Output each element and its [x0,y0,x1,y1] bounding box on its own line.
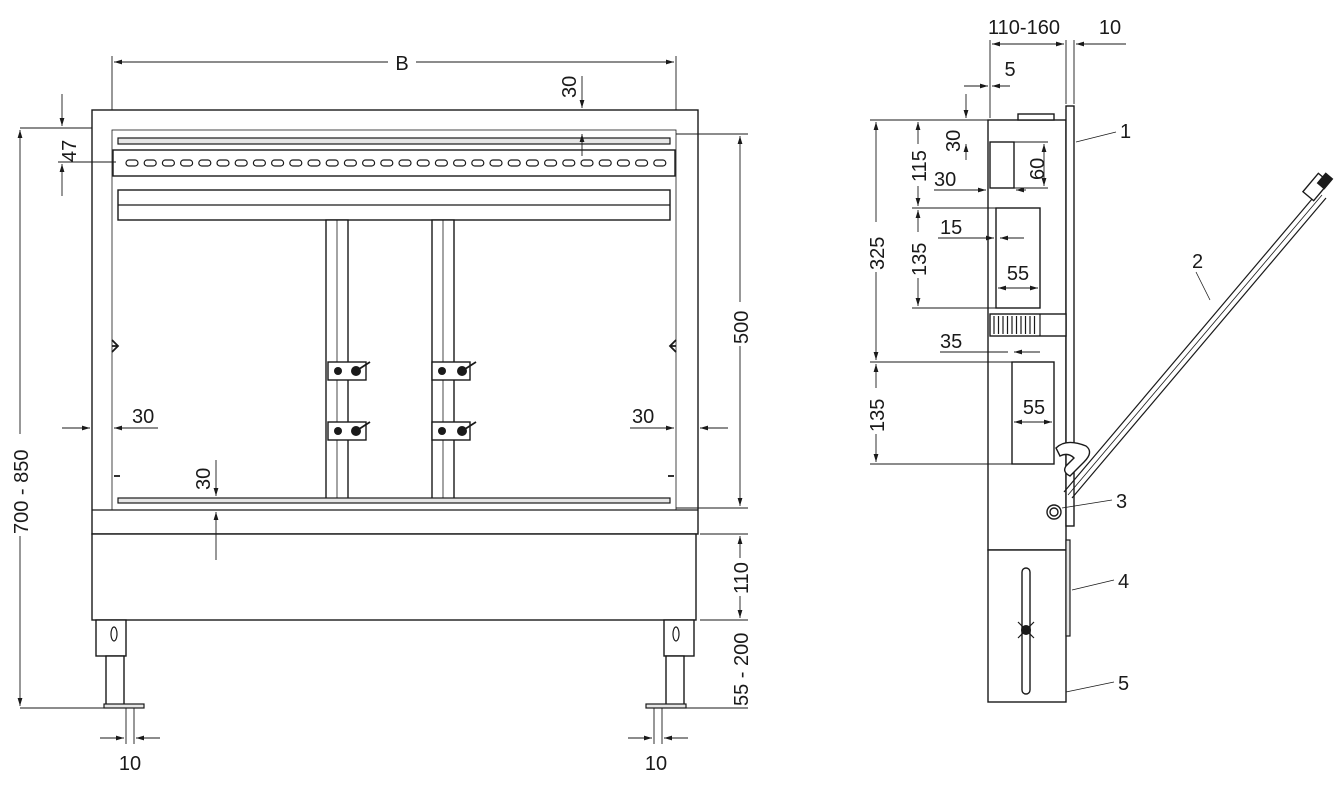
dim-30-mid: 30 [934,169,956,191]
front-view: B 30 47 700 - 850 30 30 30 500 [10,53,753,775]
callout-5: 5 [1118,673,1129,695]
upper-module [989,141,1015,189]
rail-slot [252,159,266,167]
dim-plinth-height: 110 [731,562,753,594]
rail-slot [398,159,412,167]
dim-depth: 110-160 [988,17,1060,39]
rail-slot [616,159,631,167]
top-rail [117,137,671,145]
dim-total-height: 700 - 850 [11,449,33,534]
dim-right-gap: 30 [632,406,654,428]
rail-slot [180,159,194,167]
dim-325: 325 [867,237,889,270]
dim-width: B [395,53,408,75]
dim-115: 115 [909,150,931,182]
foot-left [95,619,145,709]
middle-module [995,207,1041,309]
rail-slot [525,159,540,167]
callout-3: 3 [1116,491,1127,513]
clamp [327,421,371,441]
rail-slot [562,159,576,167]
bottom-rail [117,497,671,504]
rail-slot [307,159,321,167]
dim-door-thickness: 10 [1099,17,1121,39]
clamp [431,361,477,381]
rail-slot [198,159,212,167]
rail-slot [289,159,303,167]
dim-foot-right: 10 [645,753,667,775]
rail-slot [271,159,285,167]
clamp [431,421,477,441]
rail-slot [507,159,521,167]
rail-slot [380,159,394,167]
side-hinge-right [668,339,677,353]
clamp [327,361,371,381]
dim-60: 60 [1027,158,1049,180]
rail-slot [598,159,612,167]
callout-2: 2 [1192,251,1203,273]
dim-30-top: 30 [943,130,965,152]
rail-slot [580,159,594,167]
dim-inner-height: 500 [731,311,753,344]
rail-slot [453,159,467,167]
dim-bottom-gap: 30 [193,468,215,490]
rail-slot [653,159,667,167]
support-arm [1063,172,1334,499]
dim-135-bottom: 135 [867,399,889,432]
dim-rail-offset: 47 [59,140,81,162]
rail-slot [143,159,157,167]
dim-55-top: 55 [1007,263,1029,285]
dim-55-bottom: 55 [1023,397,1045,419]
rail-slot [416,159,430,167]
foot-right [645,619,695,709]
rail-slot [343,159,357,167]
rail-slot [325,159,339,167]
side-view: 110-160 10 5 30 30 60 115 325 [866,17,1334,703]
lower-module [1011,361,1055,465]
rail-slots [125,159,667,167]
din-rail [112,149,676,177]
callout-1: 1 [1120,121,1131,143]
grille-lines [993,316,1036,334]
dim-135-top: 135 [909,243,931,276]
rail-slot [161,159,175,167]
rail-slot [362,159,376,167]
rail-slot [216,159,230,167]
rail-slot [125,159,139,167]
hook [1055,441,1091,477]
rail-slot [471,159,485,167]
plinth [91,533,697,621]
callout-4: 4 [1118,571,1129,593]
cabinet-frame [91,109,699,535]
rail-slot [489,159,503,167]
rail-slot [434,159,448,167]
side-hinge-left [111,339,120,353]
grille [989,313,1067,337]
dim-foot-height: 55 - 200 [731,633,753,706]
dim-offset-5: 5 [1004,59,1015,81]
dim-35: 35 [940,331,962,353]
rail-slot [634,159,649,167]
dim-foot-left: 10 [119,753,141,775]
rail-slot [543,159,558,167]
dim-left-gap: 30 [132,406,154,428]
dim-15: 15 [940,217,962,239]
dim-top-gap: 30 [559,76,581,98]
rail-slot [234,159,248,167]
